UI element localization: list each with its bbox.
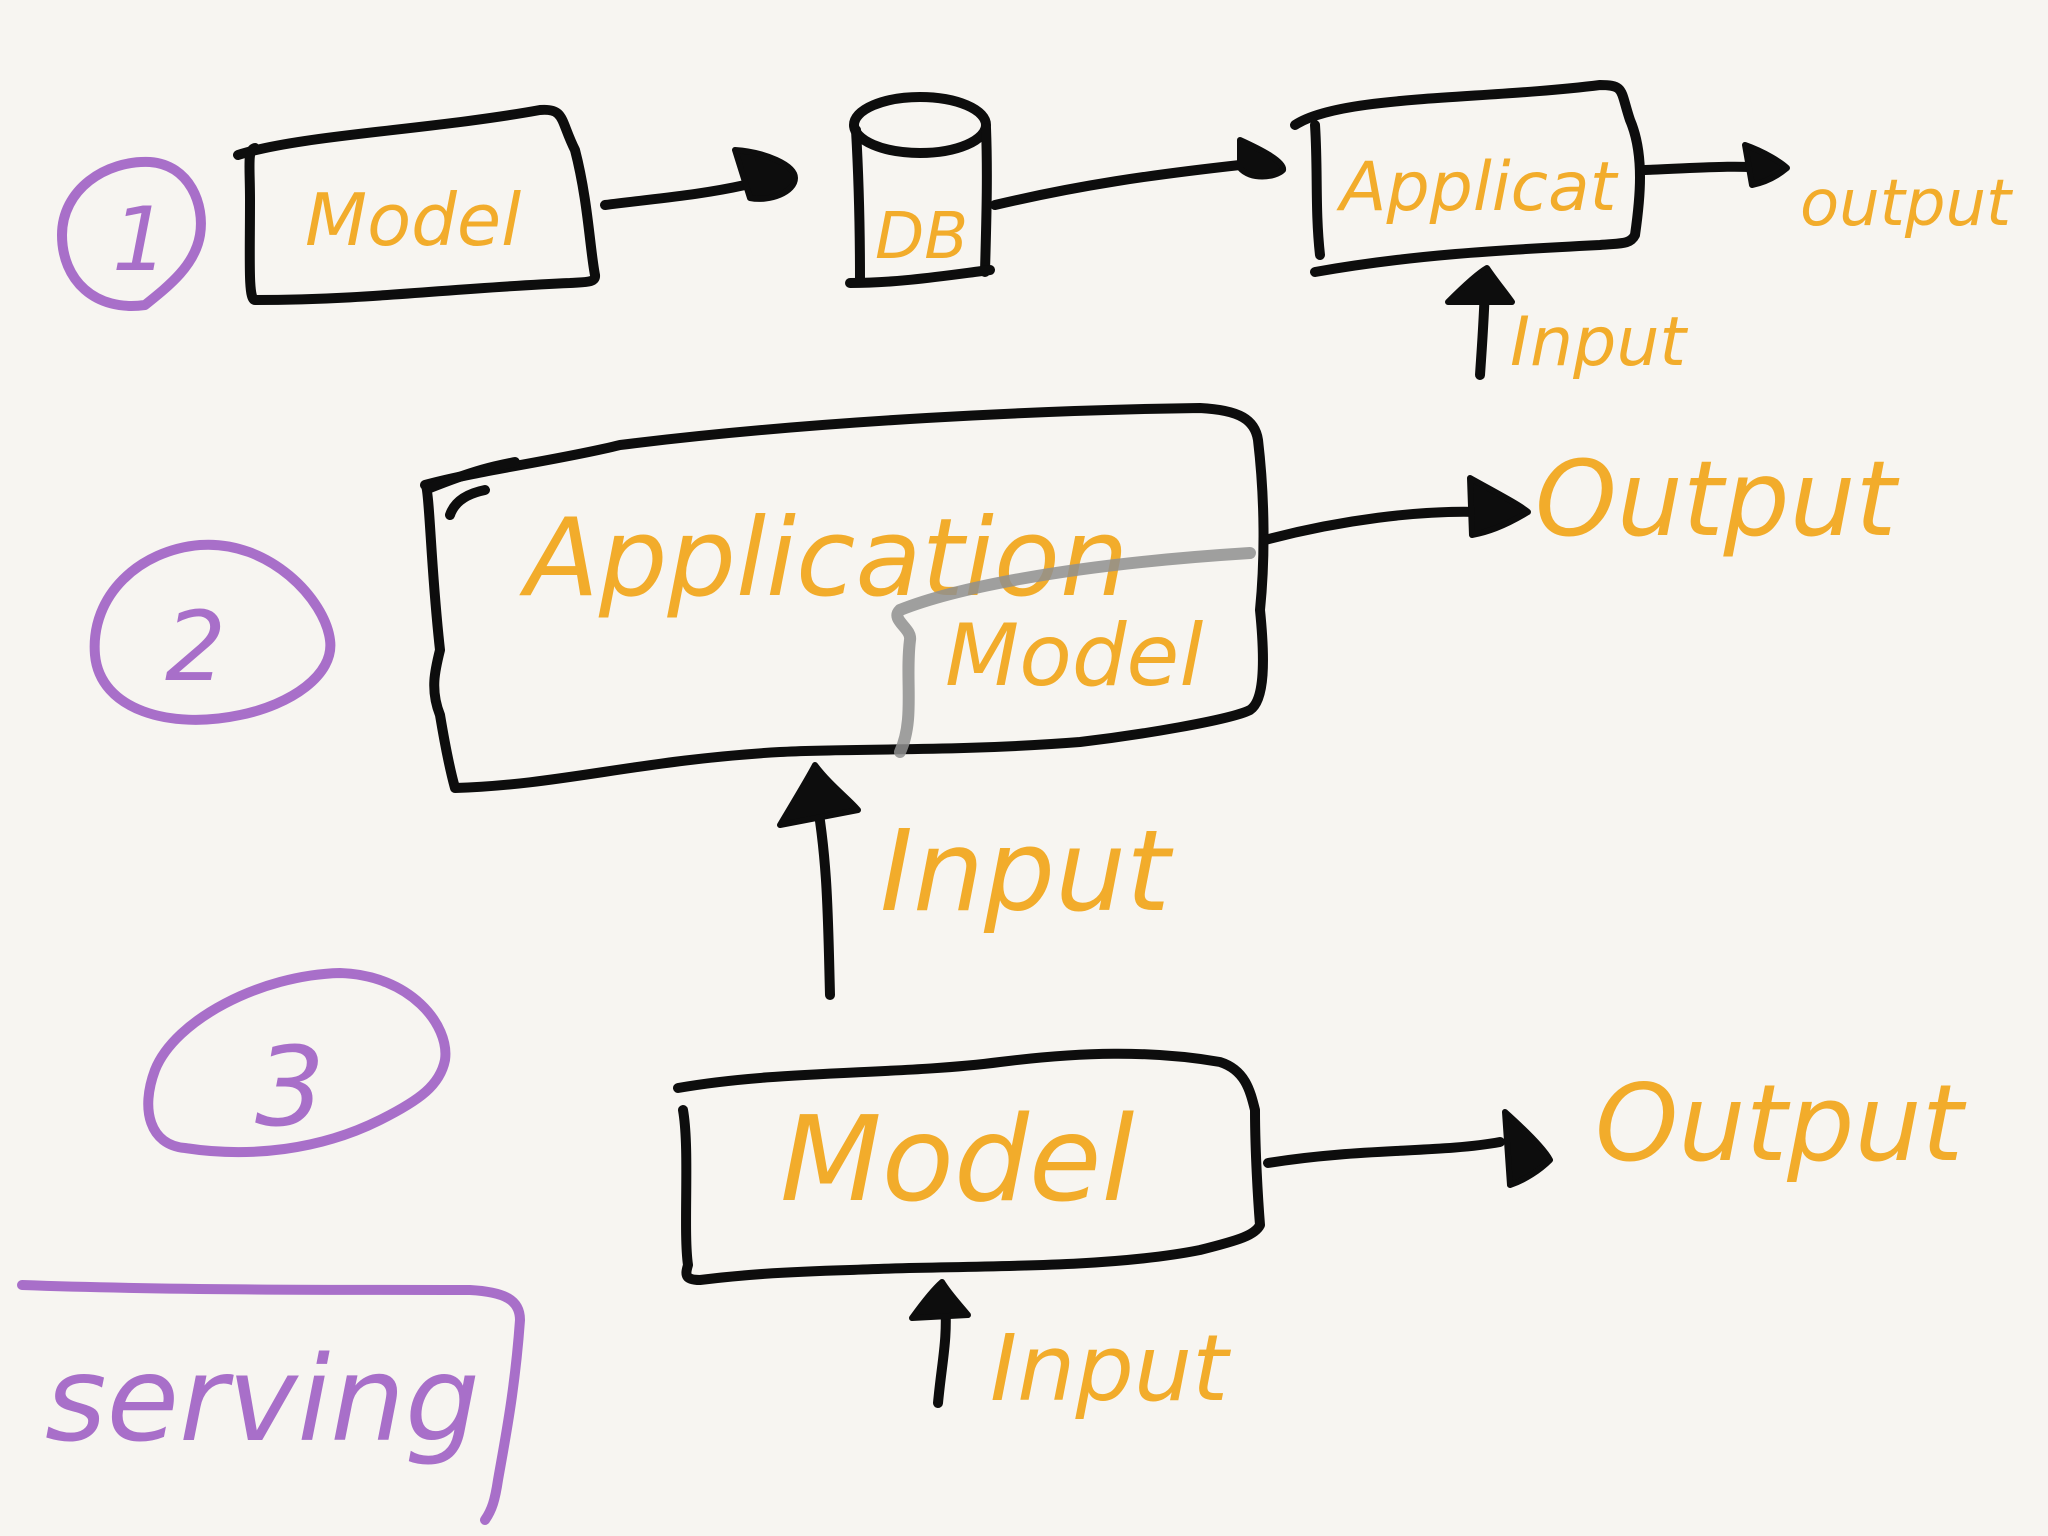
scenario-1-model-box	[233, 104, 600, 305]
scenario-1-number: 1	[112, 188, 168, 291]
scenario-3-model-box	[673, 1048, 1265, 1285]
scenario-2-output-arrowhead	[1467, 475, 1531, 538]
scenario-3-model-label: Model	[780, 1090, 1135, 1228]
scenario-3-input-label: Input	[990, 1315, 1231, 1422]
serving-title: serving	[45, 1330, 480, 1468]
scenario-2-app-box	[420, 403, 1269, 793]
scenario-1-arrowhead-db-app	[1237, 137, 1286, 180]
scenario-2-model-label: Model	[945, 606, 1203, 706]
scenario-1-app-box	[1290, 80, 1645, 277]
scenario-1-circle	[57, 156, 206, 311]
scenario-3-output-arrowhead	[1502, 1109, 1553, 1188]
scenario-1-arrow-db-app	[990, 160, 1245, 210]
scenario-1-output-label: output	[1800, 167, 2014, 241]
scenario-2-input-arrowhead	[777, 762, 861, 828]
scenario-3-output-arrow	[1263, 1137, 1505, 1168]
scenario-2: 2 Application Model Output Input	[89, 403, 1899, 1000]
scenario-2-circle	[89, 539, 336, 725]
scenario-1-input-arrowhead	[1445, 265, 1515, 305]
scenario-1-db-cylinder	[845, 92, 995, 288]
scenario-2-embedded-model-boundary	[891, 547, 1256, 758]
scenario-3-circle	[143, 968, 451, 1158]
scenario-2-input-label: Input	[880, 807, 1174, 937]
scenario-1: 1 Model DB Applicat Input output	[57, 80, 2014, 382]
scenario-3-input-arrowhead	[909, 1279, 971, 1321]
scenario-2-output-label: Output	[1535, 438, 1899, 560]
serving-title-group: serving	[17, 1280, 525, 1525]
serving-title-frame	[17, 1280, 525, 1525]
scenario-1-model-label: Model	[305, 178, 521, 262]
scenario-1-db-label: DB	[875, 200, 968, 274]
scenario-1-arrowhead-model-db	[732, 147, 798, 202]
scenario-3-number: 3	[255, 1023, 325, 1151]
scenario-1-input-label: Input	[1510, 303, 1688, 382]
scenario-1-app-label: Applicat	[1336, 148, 1619, 227]
scenario-1-arrow-model-db	[600, 180, 750, 210]
scenario-3: 3 Model Output Input	[143, 968, 1967, 1422]
scenario-2-output-arrow	[1260, 506, 1485, 545]
scenario-1-output-arrowhead	[1742, 142, 1790, 188]
scenario-2-number: 2	[165, 591, 226, 703]
scenario-3-output-label: Output	[1595, 1062, 1967, 1185]
scenario-2-app-label: Application	[519, 496, 1128, 621]
